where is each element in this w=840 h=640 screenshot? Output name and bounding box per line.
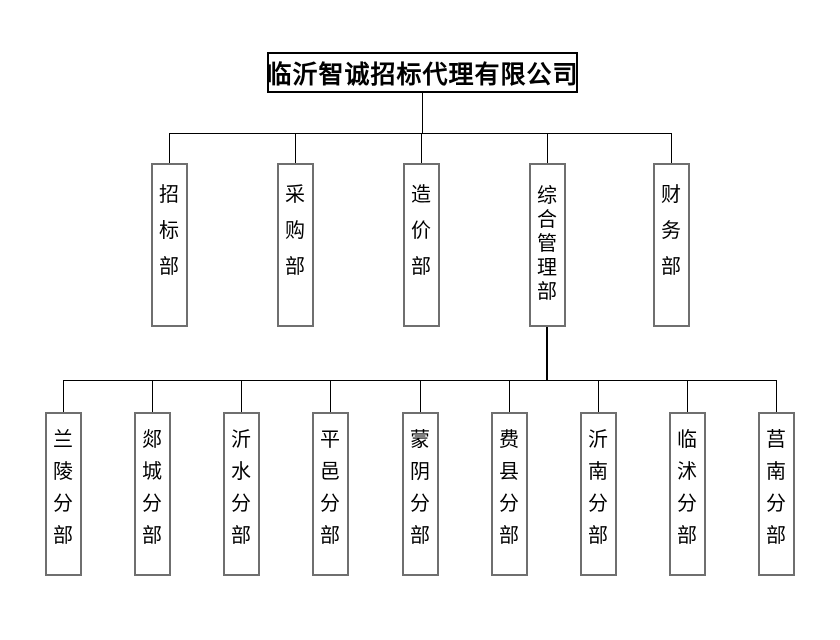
department-label-4: 综合管理部 — [537, 182, 557, 303]
connector-drop-branch-3 — [241, 380, 242, 412]
connector-drop-department-3 — [421, 133, 422, 163]
connector-drop-department-1 — [169, 133, 170, 163]
branch-label-2: 郯城分部 — [142, 426, 162, 547]
company-title: 临沂智诚招标代理有限公司 — [266, 59, 579, 89]
connector-drop-branch-4 — [330, 380, 331, 412]
department-label-1: 招标部 — [159, 182, 179, 278]
department-box-1: 招标部 — [150, 163, 188, 327]
company-title-box: 临沂智诚招标代理有限公司 — [267, 52, 578, 93]
branch-label-8: 临沭分部 — [677, 426, 697, 547]
connector-drop-branch-2 — [152, 380, 153, 412]
department-box-2: 采购部 — [276, 163, 314, 327]
department-box-4: 综合管理部 — [528, 163, 566, 327]
connector-drop-branch-1 — [63, 380, 64, 412]
connector-drop-department-5 — [671, 133, 672, 163]
department-label-2: 采购部 — [285, 182, 305, 278]
branch-box-4: 平邑分部 — [311, 412, 349, 576]
branch-label-9: 莒南分部 — [766, 426, 786, 547]
connector-drop-branch-9 — [776, 380, 777, 412]
branch-label-6: 费县分部 — [499, 426, 519, 547]
connector-drop-branch-5 — [420, 380, 421, 412]
branch-box-2: 郯城分部 — [133, 412, 171, 576]
department-box-3: 造价部 — [402, 163, 440, 327]
branch-label-4: 平邑分部 — [320, 426, 340, 547]
connector-drop-department-2 — [295, 133, 296, 163]
connector-drop-department-4 — [547, 133, 548, 163]
branch-label-5: 蒙阴分部 — [410, 426, 430, 547]
department-label-5: 财务部 — [661, 182, 681, 278]
branch-box-8: 临沭分部 — [668, 412, 706, 576]
branch-label-7: 沂南分部 — [588, 426, 608, 547]
connector-vline-title — [422, 91, 423, 133]
department-box-5: 财务部 — [652, 163, 690, 327]
connector-hline-level1 — [169, 133, 672, 134]
connector-drop-branch-6 — [509, 380, 510, 412]
department-label-3: 造价部 — [411, 182, 431, 278]
branch-box-3: 沂水分部 — [222, 412, 260, 576]
branch-box-7: 沂南分部 — [579, 412, 617, 576]
connector-vline-parent-department — [546, 327, 548, 380]
branch-box-6: 费县分部 — [490, 412, 528, 576]
branch-box-1: 兰陵分部 — [44, 412, 82, 576]
branch-label-3: 沂水分部 — [231, 426, 251, 547]
branch-label-1: 兰陵分部 — [53, 426, 73, 547]
branch-box-5: 蒙阴分部 — [401, 412, 439, 576]
connector-drop-branch-7 — [598, 380, 599, 412]
connector-drop-branch-8 — [687, 380, 688, 412]
branch-box-9: 莒南分部 — [757, 412, 795, 576]
